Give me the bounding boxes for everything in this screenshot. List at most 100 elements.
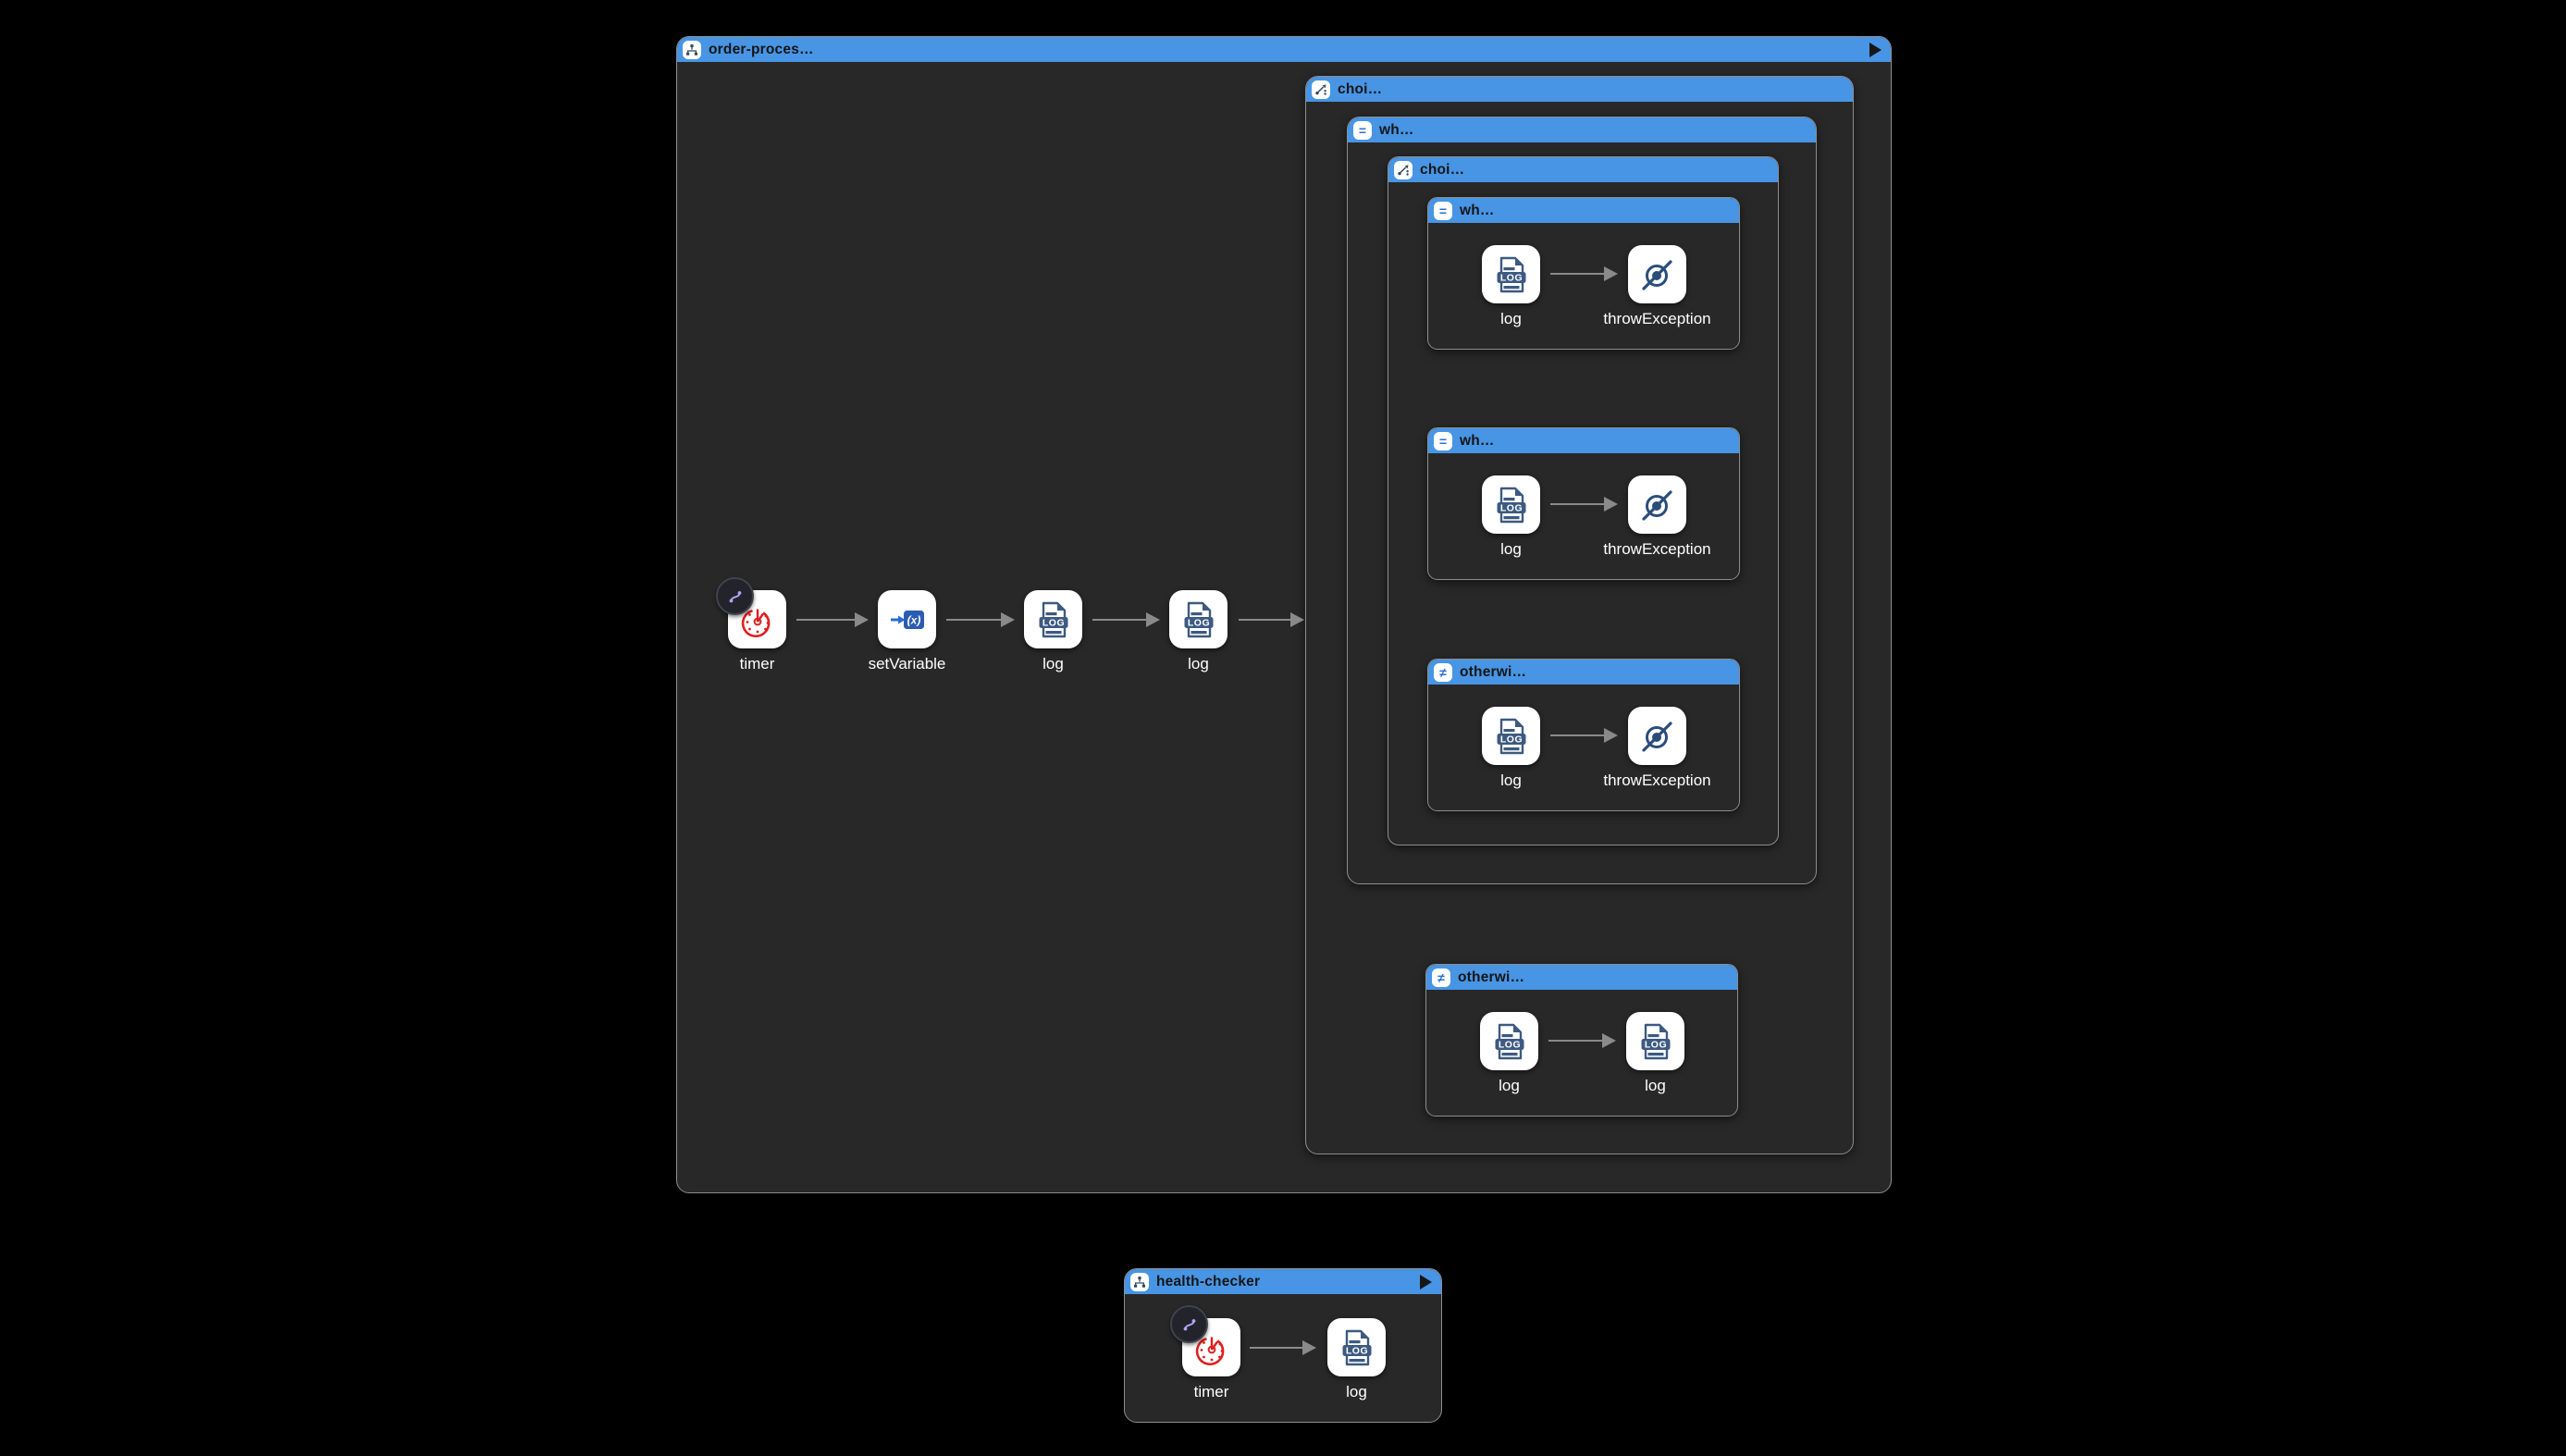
- equals-icon: =: [1434, 431, 1452, 450]
- svg-text:LOG: LOG: [1042, 617, 1064, 628]
- step-label: timer: [1193, 1383, 1229, 1400]
- flow-edge: [1548, 1032, 1616, 1049]
- timer-icon: [1195, 1337, 1224, 1365]
- otherwise-container: ≠ otherwi… LOG: [1427, 659, 1740, 811]
- not-equals-icon: ≠: [1434, 662, 1452, 682]
- step-node-throw-exception[interactable]: throwException: [1603, 707, 1711, 789]
- arrowhead-icon: [1001, 612, 1015, 627]
- route-icon: [1130, 1272, 1149, 1291]
- step-node-throw-exception[interactable]: throwException: [1603, 245, 1711, 327]
- svg-text:LOG: LOG: [1499, 272, 1522, 283]
- route-badge-icon: [716, 577, 754, 615]
- set-variable-icon: (x): [890, 610, 924, 629]
- step-node-timer[interactable]: timer: [716, 577, 786, 672]
- when-title: wh…: [1460, 432, 1495, 449]
- step-label: log: [1346, 1383, 1367, 1400]
- choice-header[interactable]: choi…: [1306, 77, 1853, 102]
- choice-title: choi…: [1338, 80, 1383, 97]
- log-icon: LOG: [1497, 256, 1525, 292]
- log-icon: LOG: [1184, 601, 1213, 637]
- step-label: log: [1500, 771, 1522, 789]
- throw-exception-icon: [1641, 259, 1672, 290]
- svg-text:LOG: LOG: [1187, 617, 1209, 628]
- choice-container: choi… = wh…: [1305, 76, 1854, 1154]
- when-container: = wh… LOG: [1427, 427, 1740, 580]
- when-container: = wh… LOG: [1427, 197, 1740, 350]
- arrowhead-icon: [1604, 266, 1618, 281]
- when-header[interactable]: = wh…: [1428, 198, 1739, 223]
- step-label: log: [1500, 310, 1522, 327]
- route-container-order: order-proces…: [676, 36, 1892, 1193]
- step-node-log[interactable]: LOG log: [1482, 475, 1540, 558]
- svg-text:(x): (x): [907, 613, 920, 626]
- choice-icon: [1394, 160, 1413, 179]
- step-node-set-variable[interactable]: (x) setVariable: [869, 590, 945, 672]
- not-equals-icon: ≠: [1432, 968, 1450, 987]
- log-icon: LOG: [1495, 1023, 1524, 1059]
- step-node-timer[interactable]: timer: [1170, 1305, 1240, 1400]
- route-icon: [683, 40, 701, 59]
- step-label: throwException: [1603, 771, 1711, 789]
- step-label: throwException: [1603, 310, 1711, 327]
- log-icon: LOG: [1342, 1329, 1371, 1365]
- play-icon[interactable]: [1420, 1274, 1432, 1289]
- step-node-log[interactable]: LOG log: [1482, 707, 1540, 789]
- route-header[interactable]: order-proces…: [677, 37, 1891, 62]
- when-header[interactable]: = wh…: [1428, 428, 1739, 453]
- svg-text:LOG: LOG: [1499, 502, 1522, 513]
- arrowhead-icon: [1604, 497, 1618, 512]
- otherwise-title: otherwi…: [1458, 969, 1525, 985]
- log-icon: LOG: [1641, 1023, 1670, 1059]
- svg-text:LOG: LOG: [1498, 1039, 1520, 1050]
- equals-icon: =: [1353, 120, 1372, 140]
- throw-exception-icon: [1641, 489, 1672, 521]
- flow-edge: [1550, 265, 1618, 282]
- equals-icon: =: [1434, 201, 1452, 220]
- when-container: = wh…: [1347, 117, 1817, 884]
- step-node-log[interactable]: LOG log: [1024, 590, 1082, 672]
- step-node-throw-exception[interactable]: throwException: [1603, 475, 1711, 558]
- step-label: log: [1499, 1077, 1520, 1094]
- step-node-log[interactable]: LOG log: [1480, 1012, 1538, 1094]
- route-title: health-checker: [1156, 1273, 1261, 1289]
- step-label: log: [1042, 655, 1064, 672]
- flow-edge: [1092, 611, 1160, 628]
- log-icon: LOG: [1039, 601, 1067, 637]
- step-node-log[interactable]: LOG log: [1482, 245, 1540, 327]
- step-label: log: [1645, 1077, 1666, 1094]
- step-node-log[interactable]: LOG log: [1327, 1318, 1386, 1400]
- choice-icon: [1312, 80, 1330, 99]
- flow-edge: [1550, 496, 1618, 512]
- choice-container: choi… = wh…: [1388, 156, 1779, 845]
- choice-header[interactable]: choi…: [1388, 157, 1778, 182]
- step-node-log[interactable]: LOG log: [1169, 590, 1227, 672]
- otherwise-header[interactable]: ≠ otherwi…: [1428, 660, 1739, 685]
- route-badge-icon: [1170, 1305, 1208, 1343]
- svg-text:LOG: LOG: [1499, 734, 1522, 745]
- when-title: wh…: [1460, 202, 1495, 218]
- flow-edge: [946, 611, 1015, 628]
- arrowhead-icon: [1146, 612, 1160, 627]
- log-icon: LOG: [1497, 487, 1525, 523]
- throw-exception-icon: [1641, 721, 1672, 752]
- route-header[interactable]: health-checker: [1125, 1269, 1441, 1294]
- flow-edge: [1550, 727, 1618, 744]
- otherwise-container: ≠ otherwi… LOG log: [1425, 964, 1738, 1117]
- when-header[interactable]: = wh…: [1348, 117, 1816, 142]
- choice-title: choi…: [1420, 161, 1465, 178]
- route-container-health-checker: health-checker: [1124, 1268, 1442, 1423]
- flow-edge: [1250, 1339, 1316, 1356]
- arrowhead-icon: [1602, 1033, 1616, 1048]
- arrowhead-icon: [1290, 612, 1304, 627]
- step-label: throwException: [1603, 540, 1711, 558]
- route-title: order-proces…: [709, 41, 814, 57]
- log-icon: LOG: [1497, 718, 1525, 754]
- otherwise-header[interactable]: ≠ otherwi…: [1426, 965, 1737, 990]
- otherwise-title: otherwi…: [1460, 663, 1527, 680]
- flow-edge: [1239, 611, 1304, 628]
- step-label: setVariable: [868, 655, 946, 672]
- play-icon[interactable]: [1869, 42, 1881, 57]
- arrowhead-icon: [855, 612, 869, 627]
- step-node-log[interactable]: LOG log: [1626, 1012, 1684, 1094]
